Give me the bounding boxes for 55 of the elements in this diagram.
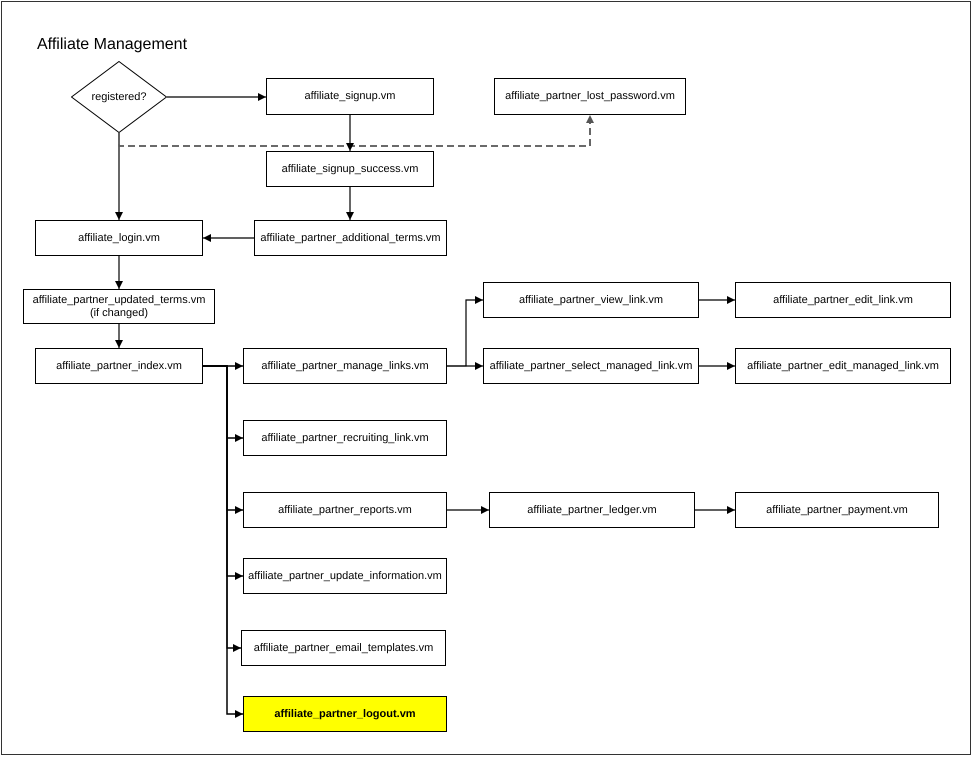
node-label: affiliate_partner_recruiting_link.vm bbox=[261, 432, 429, 444]
process-box bbox=[243, 558, 447, 594]
node-label: affiliate_partner_email_templates.vm bbox=[254, 642, 434, 654]
arrow bbox=[695, 506, 735, 514]
node-label: affiliate_signup_success.vm bbox=[282, 162, 418, 176]
process-box bbox=[243, 420, 447, 456]
arrow bbox=[115, 256, 123, 289]
arrow bbox=[167, 93, 266, 101]
node-label: registered? bbox=[91, 90, 147, 104]
arrow bbox=[346, 187, 354, 220]
node-label: affiliate_partner_payment.vm bbox=[766, 504, 908, 516]
node-label: affiliate_partner_edit_link.vm bbox=[773, 294, 913, 306]
arrow bbox=[447, 362, 483, 370]
process-box bbox=[266, 78, 434, 115]
arrow bbox=[346, 115, 354, 151]
arrow bbox=[447, 506, 489, 514]
process-box bbox=[483, 348, 699, 384]
arrow bbox=[699, 296, 735, 304]
process-box bbox=[243, 696, 447, 732]
process-box bbox=[241, 630, 446, 666]
node-label: affiliate_partner_view_link.vm bbox=[518, 294, 664, 306]
decision-diamond bbox=[71, 61, 167, 133]
process-box bbox=[254, 220, 447, 256]
arrow bbox=[118, 115, 594, 147]
process-box bbox=[735, 348, 951, 384]
node-label: affiliate_partner_edit_managed_link.vm bbox=[747, 360, 939, 372]
process-box bbox=[243, 492, 447, 528]
process-box bbox=[35, 348, 203, 384]
node-label: affiliate_partner_updated_terms.vm bbox=[32, 294, 206, 306]
arrow bbox=[203, 365, 243, 718]
arrow bbox=[203, 234, 254, 242]
process-box bbox=[483, 282, 699, 318]
process-box bbox=[735, 282, 951, 318]
node-label: affiliate_partner_manage_links.vm bbox=[261, 360, 429, 372]
node-label: affiliate_partner_index.vm bbox=[56, 360, 182, 372]
process-box bbox=[35, 220, 203, 256]
process-box bbox=[243, 348, 447, 384]
node-label: affiliate_partner_lost_password.vm bbox=[505, 90, 675, 103]
node-label: affiliate_partner_ledger.vm bbox=[527, 504, 657, 516]
node-label: affiliate_partner_additional_terms.vm bbox=[260, 232, 441, 244]
arrow bbox=[115, 324, 123, 348]
node-label: affiliate_partner_select_managed_link.vm bbox=[490, 360, 692, 372]
process-box bbox=[266, 151, 434, 187]
process-box bbox=[489, 492, 695, 528]
diagram-title: Affiliate Management bbox=[37, 35, 188, 55]
node-label: affiliate_partner_reports.vm bbox=[278, 504, 412, 516]
process-box bbox=[735, 492, 939, 528]
process-box bbox=[494, 78, 686, 115]
node-label: affiliate_partner_logout.vm bbox=[274, 708, 416, 720]
node-label: (if changed) bbox=[90, 306, 148, 320]
node-label: affiliate_signup.vm bbox=[304, 90, 396, 103]
node-label: affiliate_login.vm bbox=[78, 232, 160, 244]
node-label: affiliate_partner_update_information.vm bbox=[248, 570, 442, 582]
process-box bbox=[23, 289, 215, 324]
arrow bbox=[699, 362, 735, 370]
